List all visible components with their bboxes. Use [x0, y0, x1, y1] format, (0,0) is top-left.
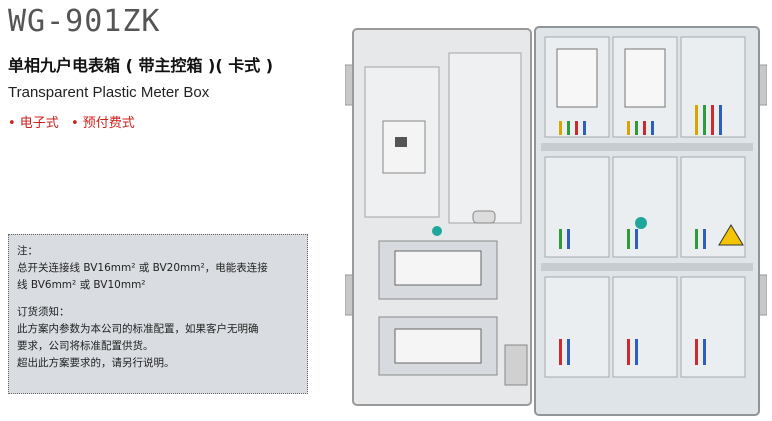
meter-row-2: [544, 156, 746, 258]
branch-breakers: [394, 328, 482, 364]
shelf-divider: [541, 263, 753, 271]
branch-breakers: [394, 250, 482, 286]
door-hinge: [504, 344, 528, 386]
order-line: 要求，公司将标准配置供货。: [17, 340, 154, 352]
note-line: 总开关连接线 BV16mm² 或 BV20mm²，电能表连接: [17, 262, 268, 274]
shelf-divider: [541, 143, 753, 151]
compartment-latch: [472, 210, 496, 224]
notes-box: 注： 总开关连接线 BV16mm² 或 BV20mm²，电能表连接 线 BV6m…: [8, 234, 308, 394]
meter-box-product-image: [345, 26, 767, 416]
electric-meter: [624, 48, 666, 108]
breaker-switch: [395, 137, 407, 147]
side-clip: [345, 64, 354, 106]
product-title-chinese: 单相九户电表箱 ( 带主控箱 )( 卡式 ): [8, 56, 274, 75]
indicator-light: [432, 226, 442, 236]
electric-meter: [556, 48, 598, 108]
upper-compartment: [448, 52, 522, 224]
side-clip: [758, 274, 767, 316]
side-clip: [345, 274, 354, 316]
meter-row-1: [544, 36, 746, 138]
warning-sign: [718, 224, 744, 246]
wiring: [559, 105, 722, 365]
model-number: WG-901ZK: [8, 4, 161, 39]
product-title-english: Transparent Plastic Meter Box: [8, 84, 210, 101]
feature-prepaid: • 预付费式: [70, 116, 135, 131]
order-line: 此方案内参数为本公司的标准配置，如果客户无明确: [17, 323, 259, 335]
feature-electronic: • 电子式: [8, 116, 59, 131]
feature-list: • 电子式 • 预付费式: [8, 112, 143, 131]
indicator-light: [635, 217, 647, 229]
note-label: 注：: [17, 245, 38, 257]
note-line: 线 BV6mm² 或 BV10mm²: [17, 279, 146, 291]
order-label: 订货须知：: [17, 306, 70, 318]
meter-row-3: [544, 276, 746, 378]
order-line: 超出此方案要求的，请另行说明。: [17, 357, 175, 369]
side-clip: [758, 64, 767, 106]
